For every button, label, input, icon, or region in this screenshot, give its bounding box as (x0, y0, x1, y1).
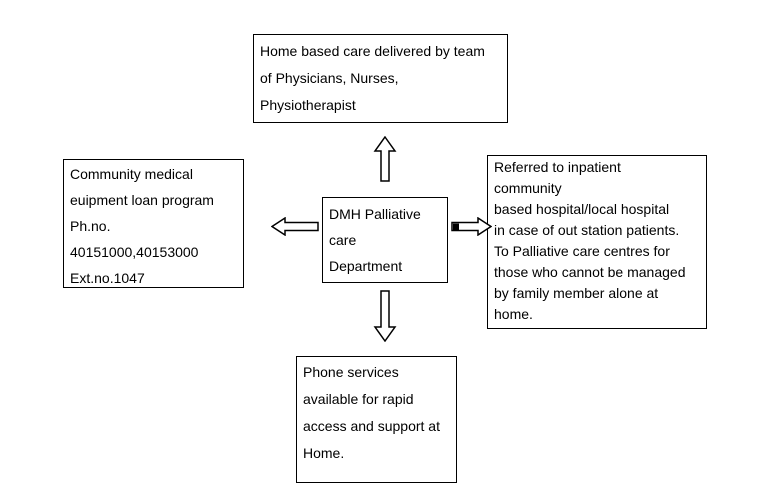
down-arrow-icon (373, 290, 397, 342)
right-arrow-icon (451, 217, 492, 236)
node-equipment-loan-program-text: Community medical euipment loan program … (70, 166, 214, 286)
node-dmh-palliative-care-department-text: DMH Palliative care Department (329, 206, 421, 274)
node-home-based-care-text: Home based care delivered by team of Phy… (260, 43, 485, 113)
node-referral-text: Referred to inpatient community based ho… (494, 159, 686, 322)
node-equipment-loan-program: Community medical euipment loan program … (63, 159, 244, 288)
node-home-based-care: Home based care delivered by team of Phy… (253, 34, 508, 123)
node-referral: Referred to inpatient community based ho… (487, 155, 707, 329)
right-arrow-tail-marker (453, 223, 459, 230)
up-arrow-icon (373, 136, 397, 182)
node-phone-services-text: Phone services available for rapid acces… (303, 364, 440, 461)
left-arrow-icon (271, 217, 319, 236)
node-dmh-palliative-care-department: DMH Palliative care Department (322, 197, 448, 283)
node-phone-services: Phone services available for rapid acces… (296, 356, 457, 483)
